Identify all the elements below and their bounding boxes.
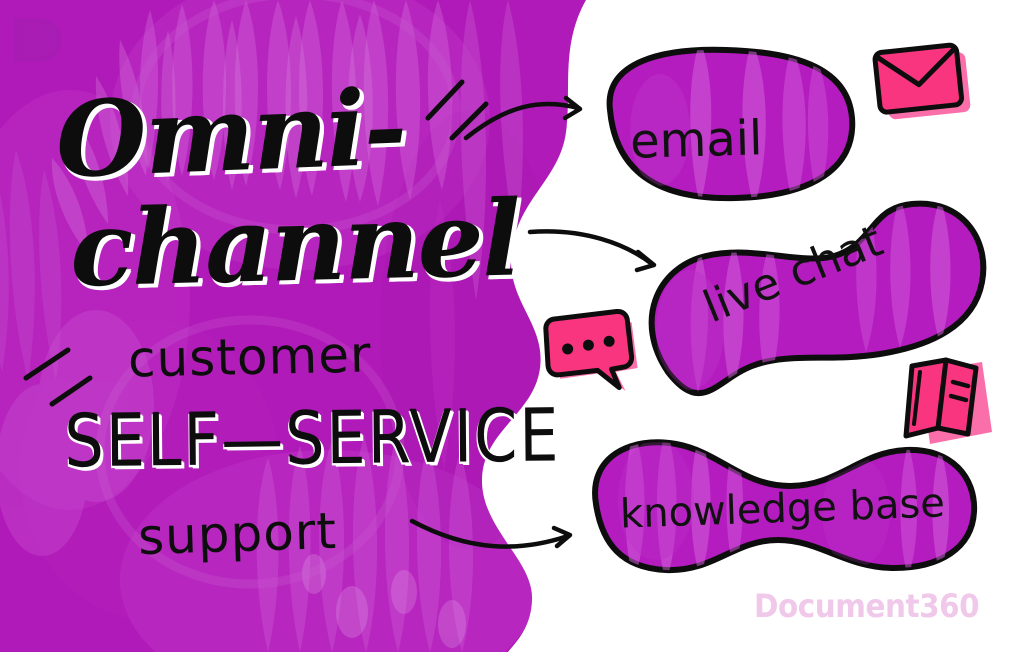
channel-blob-knowledge-base: [592, 439, 978, 574]
brand-wordmark: Document360: [754, 587, 980, 625]
arrow-to-live-chat: [527, 229, 657, 273]
dash-mark-top-2: [449, 101, 489, 141]
arrow-to-knowledge-base: [409, 518, 573, 549]
channel-blob-live-chat: [648, 200, 987, 397]
document360-corner-logo: [10, 14, 66, 66]
arrow-to-email: [463, 95, 583, 141]
book-icon: [903, 357, 992, 444]
dash-mark-left-2: [49, 375, 93, 407]
dash-mark-left-1: [23, 347, 71, 381]
dash-mark-top-1: [425, 79, 465, 121]
channel-blob-email: [606, 46, 856, 202]
envelope-icon: [872, 42, 971, 120]
chat-bubble-icon: [543, 309, 638, 392]
